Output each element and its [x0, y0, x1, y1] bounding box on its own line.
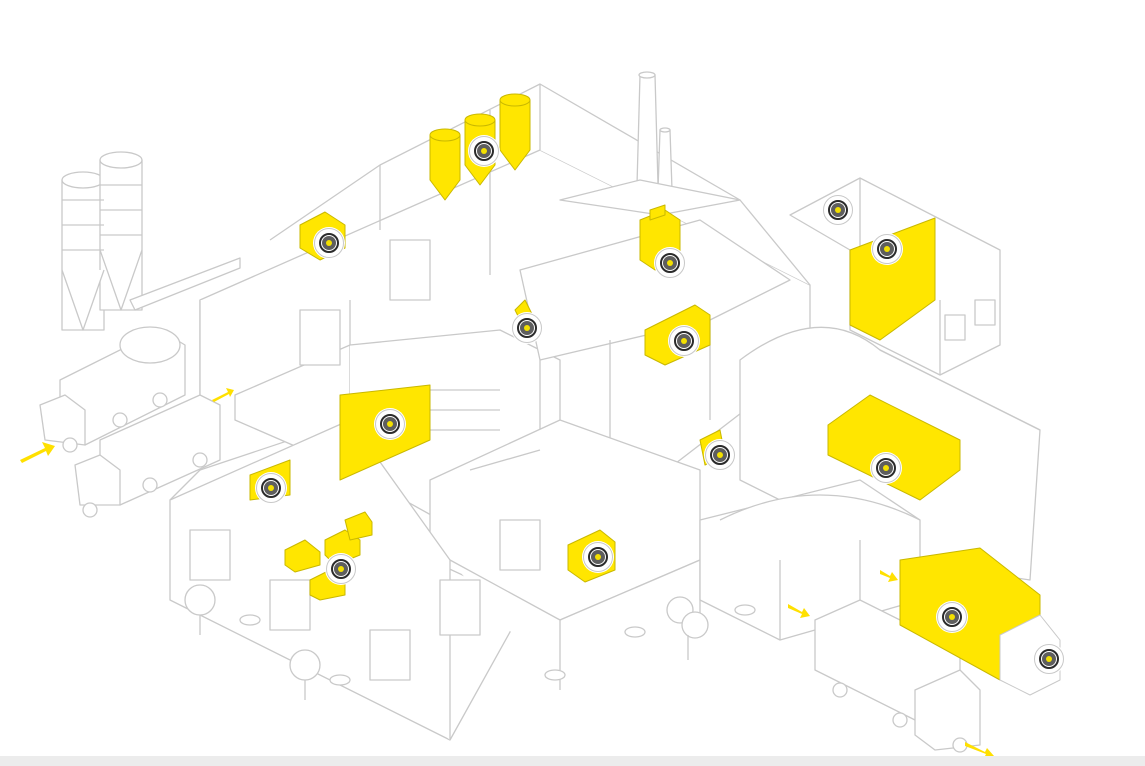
hotspot-workshop-pump[interactable] — [705, 440, 735, 470]
hotspot-wall-pump[interactable] — [256, 473, 286, 503]
hotspot-packing-station[interactable] — [314, 228, 344, 258]
hotspot-mixer-tower[interactable] — [655, 248, 685, 278]
hotspot-truck-trailer[interactable] — [937, 602, 967, 632]
hotspot-stair-area[interactable] — [375, 409, 405, 439]
hotspot-office-room[interactable] — [823, 195, 853, 225]
hotspot-silo-hopper[interactable] — [469, 136, 499, 166]
box-truck-bottom — [814, 599, 981, 753]
box-truck-left — [74, 394, 221, 518]
hotspot-storage-pallets[interactable] — [326, 554, 356, 584]
hotspot-packaging-machine[interactable] — [583, 542, 613, 572]
hotspot-warehouse-shelving[interactable] — [871, 453, 901, 483]
tanker-truck — [39, 326, 186, 453]
hotspot-tool-wall[interactable] — [872, 234, 902, 264]
hotspot-truck-cab[interactable] — [1034, 644, 1064, 674]
silos — [61, 151, 241, 331]
hotspot-conveyor-line[interactable] — [669, 326, 699, 356]
main-building — [169, 83, 811, 741]
hotspot-ceiling-pump[interactable] — [512, 313, 542, 343]
traffic-arrows — [20, 388, 994, 756]
trees — [184, 584, 756, 700]
chimneys — [559, 71, 741, 216]
bottom-bar — [0, 756, 1145, 766]
